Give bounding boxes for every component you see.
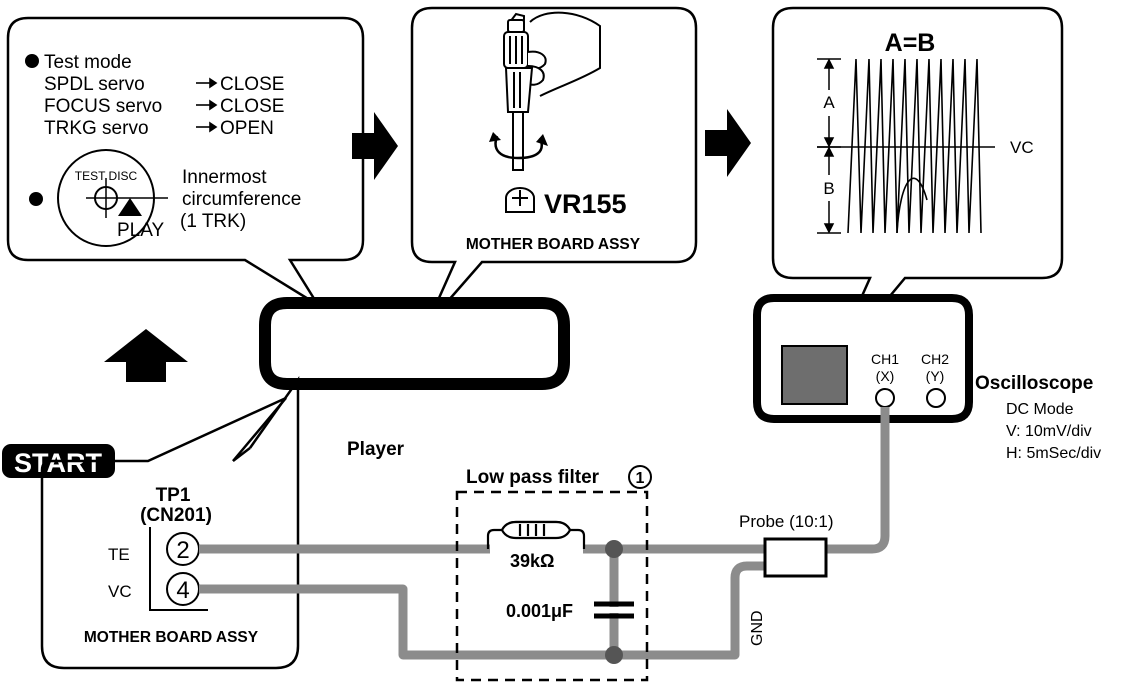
- label-b: B: [823, 179, 834, 198]
- junction-dot: [605, 540, 623, 558]
- servo-name: TRKG servo: [44, 118, 149, 139]
- player-unit: [259, 297, 570, 390]
- probe-body: [763, 537, 828, 578]
- condition-label: A=B: [885, 29, 936, 57]
- ch1-jack: [875, 388, 895, 408]
- gnd-wire: [614, 561, 765, 660]
- ch1-label: CH1: [871, 351, 899, 367]
- bullet-icon: [25, 54, 39, 68]
- tp-name: TP1: [156, 485, 191, 506]
- arrow-right-icon: [196, 77, 218, 133]
- position-text: circumference: [182, 189, 301, 210]
- ch2-label: (Y): [926, 368, 945, 384]
- ch2-jack: [926, 388, 946, 408]
- disc-label: TEST DISC: [75, 169, 138, 183]
- label-vc: VC: [1010, 138, 1034, 157]
- start-label: START: [14, 448, 102, 478]
- trimmer-pot-icon: [505, 187, 535, 213]
- label-a: A: [823, 93, 835, 112]
- position-text: Innermost: [182, 167, 267, 188]
- pin-number: 4: [176, 577, 189, 604]
- servo-state: OPEN: [220, 118, 274, 139]
- connector-outline: [149, 527, 208, 611]
- pin-signal: TE: [108, 545, 130, 564]
- oscilloscope-unit: [753, 294, 973, 423]
- tp-connector: (CN201): [140, 505, 212, 526]
- probe-label: Probe (10:1): [739, 512, 834, 531]
- setup-bubble: Test mode SPDL servo FOCUS servo TRKG se…: [6, 16, 365, 307]
- position-text: (1 TRK): [180, 211, 246, 232]
- board-label: MOTHER BOARD ASSY: [466, 236, 641, 253]
- filter-title: Low pass filter: [466, 467, 600, 488]
- filter-boundary: [455, 490, 649, 682]
- servo-state: CLOSE: [220, 74, 284, 95]
- arrow-up-icon: [104, 329, 188, 382]
- arrow-right-icon: [705, 109, 751, 177]
- scope-screen: [781, 345, 848, 405]
- capacitor-value: 0.001μF: [506, 601, 573, 621]
- pin-signal: VC: [108, 582, 132, 601]
- servo-name: SPDL servo: [44, 74, 145, 95]
- resistor-value: 39kΩ: [510, 551, 554, 571]
- player-label: Player: [347, 439, 405, 460]
- scope-setting: V: 10mV/div: [1006, 423, 1092, 440]
- oscilloscope-label: Oscilloscope: [975, 373, 1093, 394]
- screwdriver-hand-icon: [489, 11, 601, 171]
- adjust-bubble: VR155 MOTHER BOARD ASSY: [410, 6, 698, 326]
- vc-wire: [199, 549, 619, 660]
- control-name: VR155: [544, 189, 627, 219]
- gnd-label: GND: [749, 610, 766, 646]
- test-point-bubble: [40, 376, 300, 670]
- servo-state: CLOSE: [220, 96, 284, 117]
- filter-number: 1: [636, 470, 645, 487]
- ch2-label: CH2: [921, 351, 949, 367]
- filter-number-circle: [628, 465, 652, 489]
- test-disc-icon: [57, 149, 168, 247]
- arrow-right-icon: [352, 112, 398, 180]
- servo-name: FOCUS servo: [44, 96, 162, 117]
- junction-dot: [605, 646, 623, 664]
- scope-setting: DC Mode: [1006, 401, 1074, 418]
- waveform-dip: [896, 177, 928, 234]
- pin-number: 2: [176, 537, 189, 564]
- scope-setting: H: 5mSec/div: [1006, 445, 1101, 462]
- scope-bubble: A=B A B VC: [771, 6, 1064, 369]
- resistor-icon: [486, 520, 586, 549]
- capacitor-icon: [594, 601, 634, 619]
- ch1-label: (X): [876, 368, 895, 384]
- probe-output-wire: [826, 407, 890, 554]
- test-mode-heading: Test mode: [44, 52, 132, 73]
- tp-board-label: MOTHER BOARD ASSY: [84, 629, 259, 646]
- play-label: PLAY: [117, 220, 165, 241]
- bullet-icon: [29, 192, 43, 206]
- capacitor-gap: [609, 607, 619, 613]
- tracking-error-waveform: [847, 58, 982, 234]
